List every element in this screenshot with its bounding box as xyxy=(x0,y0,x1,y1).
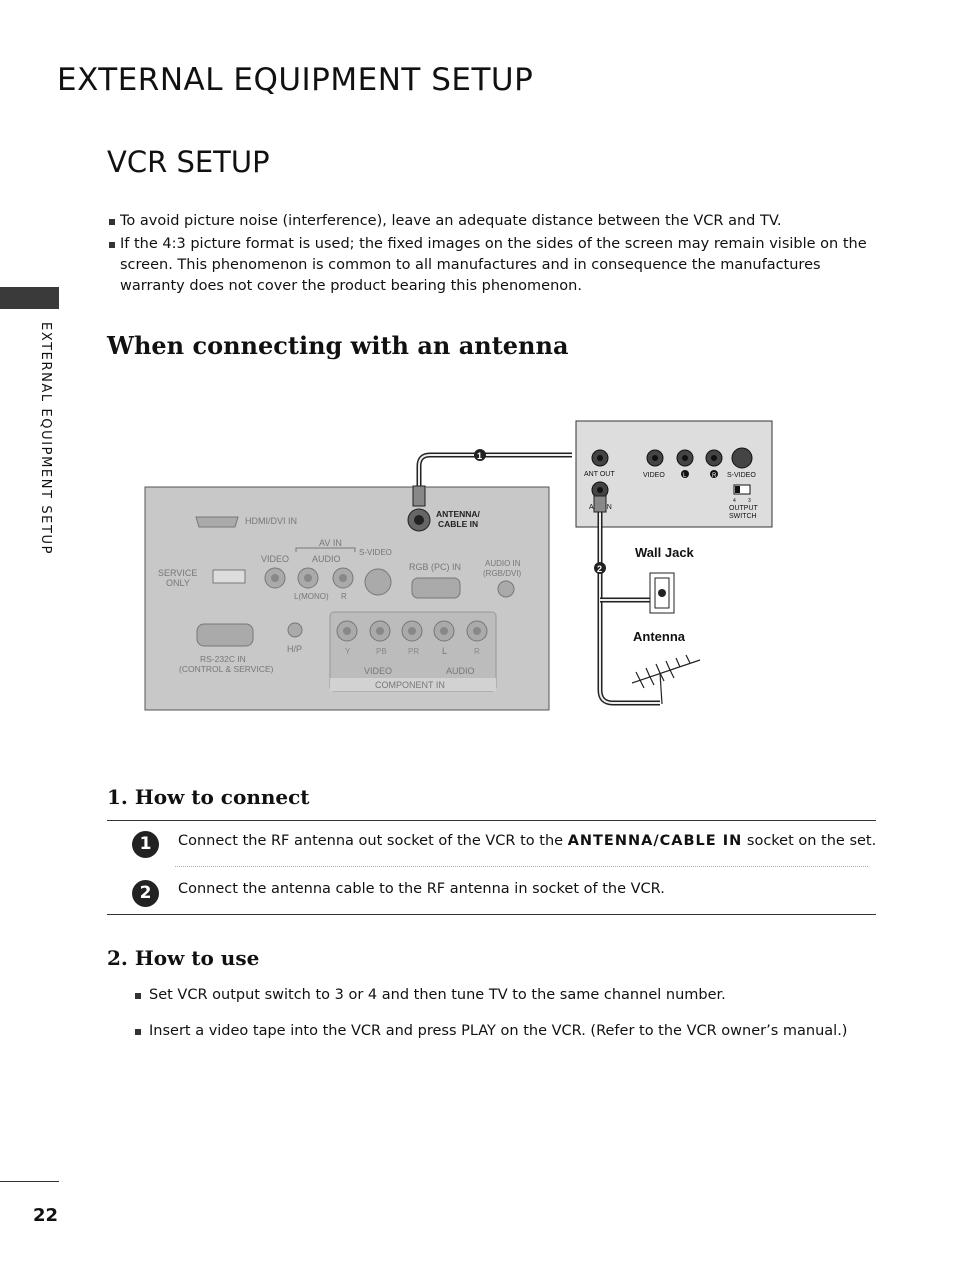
audio-label: AUDIO xyxy=(312,554,341,564)
note-item: If the 4:3 picture format is used; the f… xyxy=(107,234,867,297)
service-label: SERVICE xyxy=(158,568,197,578)
subsection-heading: When connecting with an antenna xyxy=(107,331,569,360)
comp-audio-label: AUDIO xyxy=(446,666,475,676)
output-switch xyxy=(733,484,751,495)
video-label: VIDEO xyxy=(261,554,289,564)
comp-video-label: VIDEO xyxy=(364,666,392,676)
how-to-connect-heading: 1. How to connect xyxy=(107,785,310,809)
rs232-label: RS-232C IN xyxy=(200,654,246,664)
vcr-video-label: VIDEO xyxy=(643,472,665,479)
dotted-divider xyxy=(175,866,868,867)
note-item: To avoid picture noise (interference), l… xyxy=(107,211,867,232)
y-label: Y xyxy=(345,647,351,656)
hdmi-label: HDMI/DVI IN xyxy=(245,516,297,526)
step-number-1: 1 xyxy=(132,831,159,858)
service-only-label: ONLY xyxy=(166,578,190,588)
switch-label: SWITCH xyxy=(729,513,757,520)
audio-in-label: AUDIO IN xyxy=(485,559,521,568)
r-comp-label: R xyxy=(474,647,480,656)
vcr-svideo-jack xyxy=(731,447,753,469)
output-label: OUTPUT xyxy=(729,505,759,512)
pb-label: PB xyxy=(376,647,387,656)
step-1-text-end: socket on the set. xyxy=(742,833,877,849)
use-item: Set VCR output switch to 3 or 4 and then… xyxy=(135,987,889,1003)
av-in-label: AV IN xyxy=(319,538,342,548)
marker-1 xyxy=(474,449,486,461)
divider xyxy=(107,914,876,915)
use-item: Insert a video tape into the VCR and pre… xyxy=(135,1023,889,1039)
pr-label: PR xyxy=(408,647,419,656)
connect-step-1: Connect the RF antenna out socket of the… xyxy=(178,833,876,849)
switch-3-label: 3 xyxy=(748,498,751,504)
footer-rule xyxy=(0,1181,59,1182)
r-label: R xyxy=(341,592,347,601)
notes-list: To avoid picture noise (interference), l… xyxy=(107,211,867,299)
page-header-title: EXTERNAL EQUIPMENT SETUP xyxy=(57,62,534,98)
svg-text:1: 1 xyxy=(477,451,482,461)
switch-4-label: 4 xyxy=(733,498,736,504)
l-label: L xyxy=(442,646,447,656)
svg-text:2: 2 xyxy=(597,564,602,574)
marker-2 xyxy=(594,562,606,574)
svideo-label: S-VIDEO xyxy=(359,548,392,557)
hp-label: H/P xyxy=(287,644,302,654)
vcr-r-label: R xyxy=(712,473,717,479)
wall-jack xyxy=(649,572,675,614)
antenna-caption: Antenna xyxy=(633,629,686,644)
divider xyxy=(107,820,876,821)
how-to-use-heading: 2. How to use xyxy=(107,946,260,970)
page-number: 22 xyxy=(33,1205,59,1226)
component-label: COMPONENT IN xyxy=(375,680,445,690)
headphone-jack xyxy=(287,622,303,638)
side-tab-marker xyxy=(0,287,59,309)
audio-in-sub-label: (RGB/DVI) xyxy=(483,569,522,578)
antenna-label: ANTENNA/ xyxy=(436,509,481,519)
side-section-label: EXTERNAL EQUIPMENT SETUP xyxy=(38,322,53,556)
wall-jack-label: Wall Jack xyxy=(635,545,695,560)
vcr-l-label: L xyxy=(683,473,687,479)
rs232-port xyxy=(196,623,254,647)
hdmi-port xyxy=(195,516,239,528)
mono-label: L(MONO) xyxy=(294,592,329,601)
step-number-2: 2 xyxy=(132,880,159,907)
step-1-bold: ANTENNA/CABLE IN xyxy=(567,833,743,849)
svideo-jack xyxy=(364,568,392,596)
rgb-label: RGB (PC) IN xyxy=(409,562,461,572)
rgb-port xyxy=(411,577,461,599)
step-1-text: Connect the RF antenna out socket of the… xyxy=(178,833,568,849)
rs232-sub-label: (CONTROL & SERVICE) xyxy=(179,664,274,674)
audio-in-jack xyxy=(497,580,515,598)
vcr-svideo-label: S-VIDEO xyxy=(727,472,756,479)
connect-step-2: Connect the antenna cable to the RF ante… xyxy=(178,881,665,897)
cable-in-label: CABLE IN xyxy=(438,519,478,529)
antenna-icon xyxy=(631,654,701,705)
connection-diagram: HDMI/DVI IN AV IN VIDEO AUDIO S-VIDEO SE… xyxy=(144,420,773,711)
service-port xyxy=(212,569,246,584)
vcr-back-panel xyxy=(575,420,773,528)
section-title: VCR SETUP xyxy=(107,145,270,179)
ant-out-label: ANT OUT xyxy=(584,471,615,478)
